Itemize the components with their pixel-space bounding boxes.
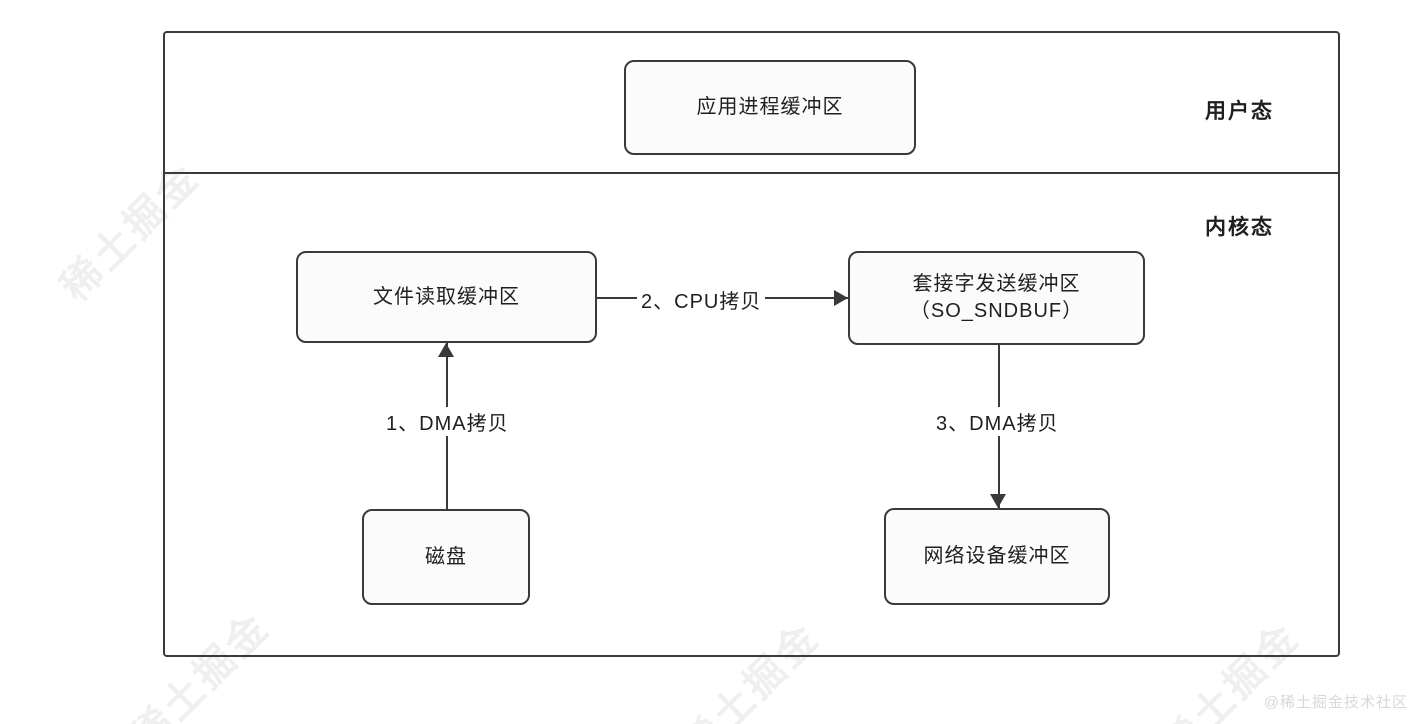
edge-dma-copy-3-arrowhead [990, 494, 1006, 508]
node-disk[interactable]: 磁盘 [362, 509, 530, 605]
node-app-process-buffer-label: 应用进程缓冲区 [696, 96, 844, 118]
edge-label-dma-copy-1: 1、DMA拷贝 [382, 407, 513, 436]
user-kernel-divider [163, 172, 1340, 174]
node-disk-label: 磁盘 [425, 545, 467, 568]
node-app-process-buffer[interactable]: 应用进程缓冲区 [624, 60, 916, 155]
edge-dma-copy-1-arrowhead [438, 343, 454, 357]
edge-cpu-copy-2-arrowhead [834, 290, 848, 306]
user-mode-label: 用户态 [1205, 100, 1274, 123]
node-file-read-buffer[interactable]: 文件读取缓冲区 [296, 251, 597, 343]
node-network-device-buffer[interactable]: 网络设备缓冲区 [884, 508, 1110, 605]
edge-label-cpu-copy-2: 2、CPU拷贝 [637, 285, 766, 314]
node-socket-send-buffer-label-line2: （SO_SNDBUF） [909, 300, 1084, 322]
diagram-frame [163, 31, 1340, 657]
node-socket-send-buffer[interactable]: 套接字发送缓冲区 （SO_SNDBUF） [848, 251, 1145, 345]
node-network-device-buffer-label: 网络设备缓冲区 [923, 545, 1071, 567]
watermark-corner: @稀土掘金技术社区 [1263, 694, 1408, 711]
kernel-mode-label: 内核态 [1205, 216, 1274, 239]
node-socket-send-buffer-label-line1: 套接字发送缓冲区 [912, 273, 1081, 295]
edge-label-dma-copy-3: 3、DMA拷贝 [932, 407, 1063, 436]
node-socket-send-buffer-text: 套接字发送缓冲区 （SO_SNDBUF） [910, 271, 1083, 325]
node-file-read-buffer-label: 文件读取缓冲区 [373, 285, 520, 308]
